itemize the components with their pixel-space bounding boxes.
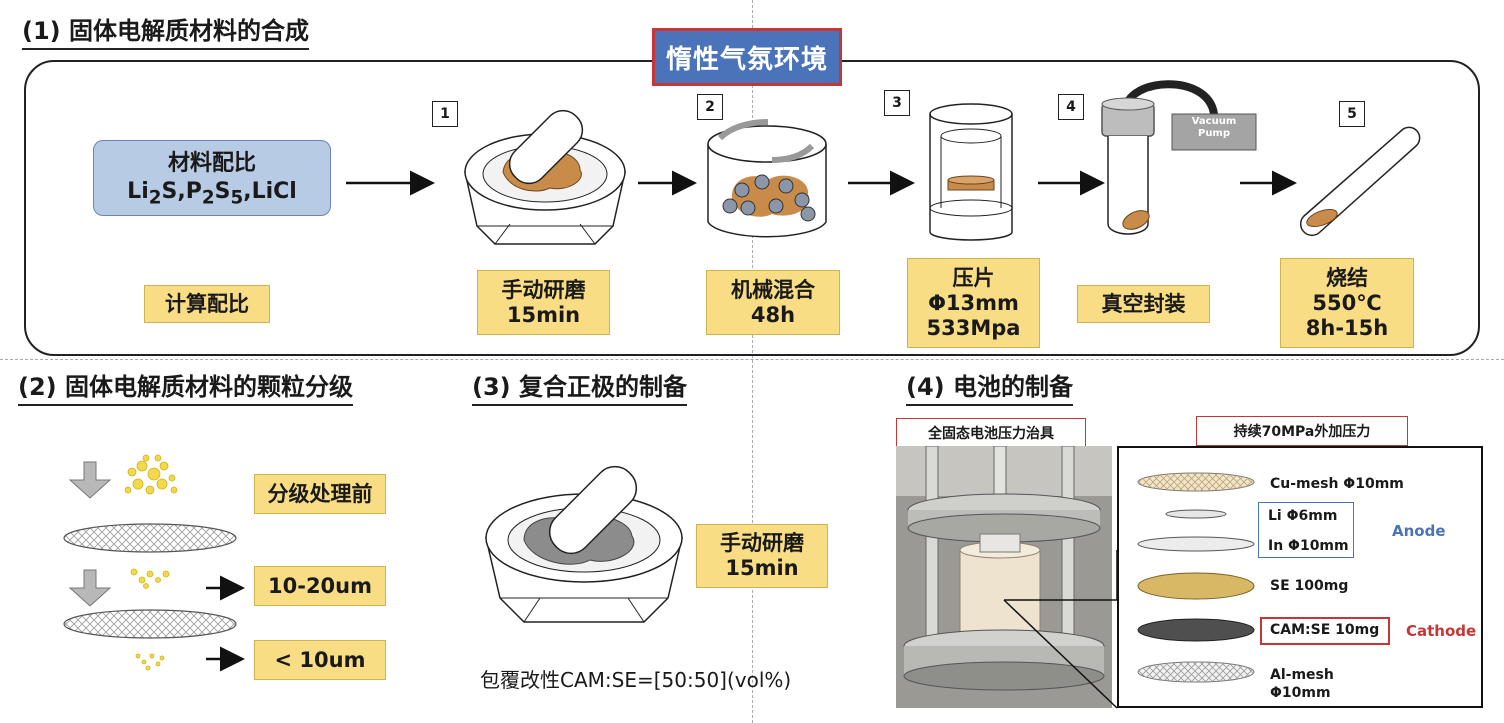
layer-cu-mesh-label: Cu-mesh Φ10mm <box>1270 476 1404 492</box>
vacuum-pump-line2: Pump <box>1197 128 1231 139</box>
step-number-5: 5 <box>1339 101 1365 127</box>
label-vacuum-seal: 真空封装 <box>1077 285 1210 323</box>
cell-stack-panel <box>1117 446 1483 708</box>
vacuum-pump-line1: Vacuum <box>1191 116 1237 127</box>
step-number-3: 3 <box>884 90 910 116</box>
label-10-20um: 10-20um <box>254 566 386 606</box>
label-under-10um: < 10um <box>254 640 386 680</box>
cathode-composition-formula: 包覆改性CAM:SE=[50:50](vol%) <box>480 668 792 692</box>
label-pressing: 压片 Φ13mm 533Mpa <box>907 258 1040 348</box>
label-sintering: 烧结 550℃ 8h-15h <box>1280 258 1414 348</box>
section-1-title: (1) 固体电解质材料的合成 <box>22 16 309 50</box>
label-pressing-line2: Φ13mm <box>928 290 1019 315</box>
particle-grading-diagram <box>63 454 237 671</box>
layer-al-mesh-line2: Φ10mm <box>1270 685 1331 701</box>
step-number-1: 1 <box>432 101 458 127</box>
pressure-fixture-photo <box>896 446 1112 708</box>
label-pressing-line3: 533Mpa <box>926 315 1021 340</box>
pressure-title: 持续70MPa外加压力 <box>1196 416 1408 446</box>
pellet-press-die-icon <box>929 103 1013 241</box>
layer-al-mesh-line1: Al-mesh <box>1270 667 1334 683</box>
step-number-2: 2 <box>697 94 723 120</box>
cathode-highlight-box <box>1260 617 1390 645</box>
label-sintering-line2: 550℃ <box>1312 290 1382 315</box>
section-4-title: (4) 电池的制备 <box>906 372 1073 406</box>
label-cathode-grind: 手动研磨 15min <box>696 524 828 588</box>
mortar-pestle-icon <box>464 109 626 245</box>
inert-atmosphere-badge: 惰性气氛环境 <box>652 28 842 86</box>
label-under-10um-text: < 10um <box>274 647 366 672</box>
ratio-formula: Li2S,P2S5,LiCl <box>127 179 297 209</box>
label-calc-ratio: 计算配比 <box>144 285 270 323</box>
layer-li-label: Li Φ6mm <box>1268 508 1338 524</box>
label-before-grading-text: 分级处理前 <box>267 481 373 506</box>
label-before-grading: 分级处理前 <box>254 474 386 514</box>
label-sintering-line1: 烧结 <box>1326 265 1368 290</box>
label-mechanical-mix-line1: 机械混合 <box>731 277 815 302</box>
layer-cam-se-label: CAM:SE 10mg <box>1270 622 1380 638</box>
section-3-title: (3) 复合正极的制备 <box>472 372 687 406</box>
cell-stack-layers <box>1003 472 1255 709</box>
material-ratio-box: 材料配比 Li2S,P2S5,LiCl <box>93 140 331 216</box>
label-calc-ratio-text: 计算配比 <box>165 291 249 316</box>
label-manual-grind-line1: 手动研磨 <box>501 277 586 302</box>
label-cathode-grind-line1: 手动研磨 <box>720 531 804 555</box>
label-sintering-line3: 8h-15h <box>1305 315 1389 340</box>
section-2-title: (2) 固体电解质材料的颗粒分级 <box>18 372 353 406</box>
cathode-mortar-icon <box>485 465 683 623</box>
anode-bracket-box <box>1258 502 1354 558</box>
cathode-label: Cathode <box>1406 622 1477 640</box>
label-pressing-line1: 压片 <box>952 265 995 290</box>
label-10-20um-text: 10-20um <box>268 573 372 598</box>
layer-al-mesh-label: Al-mesh Φ10mm <box>1270 666 1334 702</box>
step-number-4: 4 <box>1058 94 1084 120</box>
label-mechanical-mix-line2: 48h <box>750 302 796 327</box>
label-vacuum-seal-text: 真空封装 <box>1101 291 1186 316</box>
vacuum-pump-label: Vacuum Pump <box>1172 116 1256 140</box>
fixture-title: 全固态电池压力治具 <box>896 418 1086 448</box>
vacuum-seal-tube-icon <box>1101 80 1257 235</box>
label-manual-grind-line2: 15min <box>506 302 581 327</box>
label-manual-grind: 手动研磨 15min <box>477 270 610 335</box>
layer-in-label: In Φ10mm <box>1268 538 1349 554</box>
ball-mill-jar-icon <box>707 119 827 238</box>
ratio-title: 材料配比 <box>167 151 256 176</box>
vertical-divider <box>752 0 753 723</box>
sintering-tube-icon <box>1299 126 1421 237</box>
label-mechanical-mix: 机械混合 48h <box>706 270 840 335</box>
label-cathode-grind-line2: 15min <box>725 556 799 580</box>
anode-label: Anode <box>1392 522 1446 540</box>
layer-se-label: SE 100mg <box>1270 578 1349 594</box>
